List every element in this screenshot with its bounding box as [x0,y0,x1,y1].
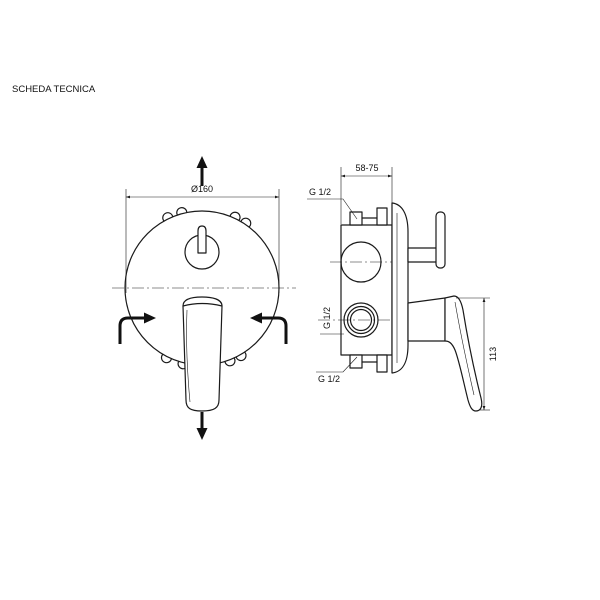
diverter-knob-stem [197,225,207,254]
upper-port [340,241,382,283]
body-tab-top-right [376,207,388,226]
depth-label: 58-75 [355,163,378,173]
mounting-ear [235,351,247,362]
front-view: Ø160 [112,156,296,440]
mixer-lever-contour [186,309,191,403]
flow-arrow-up-head [196,156,208,168]
body-tab-bottom-left [349,354,363,369]
lower-port-inner [349,308,373,332]
flow-arrow-down-head [196,428,208,440]
height-label: 113 [488,347,498,361]
flow-arrow-inlet-left-head [144,312,156,324]
mounting-ears [160,207,252,370]
mixer-lever-block [407,297,446,342]
diverter-knob-stem-profile [407,247,439,263]
mounting-ear [162,212,174,222]
mounting-ear [224,357,236,367]
connection-middle-label: G 1/2 [322,307,332,329]
connection-bottom-label: G 1/2 [318,374,340,384]
body-tab-top-left [349,211,363,226]
body-tab-bottom-right [376,354,388,373]
diameter-label: Ø160 [191,184,213,194]
cover-plate-profile [391,202,409,374]
sheet-title: SCHEDA TECNICA [12,84,96,95]
flow-arrow-inlet-right-head [250,312,262,324]
mounting-ear [240,217,252,228]
connection-top-label: G 1/2 [309,187,331,197]
flow-arrow-inlet-right [261,316,288,344]
mounting-ear [160,353,172,364]
mixer-lever [182,296,223,412]
mounting-ear [229,211,241,221]
mixer-lever-profile [444,295,483,412]
mixer-lever-profile-contour [454,301,475,396]
side-view: 58-75 113 G 1/2 G 1/2 [307,163,498,412]
lower-port-ring [346,305,376,335]
mixer-lever-edge [182,302,223,307]
diverter-knob-pin [435,211,446,269]
connection-bottom-leader [316,356,358,373]
flow-arrow-inlet-left [118,316,145,344]
mounting-ear [176,207,188,216]
connection-top-leader [307,198,358,220]
lower-port-outer [343,302,379,338]
